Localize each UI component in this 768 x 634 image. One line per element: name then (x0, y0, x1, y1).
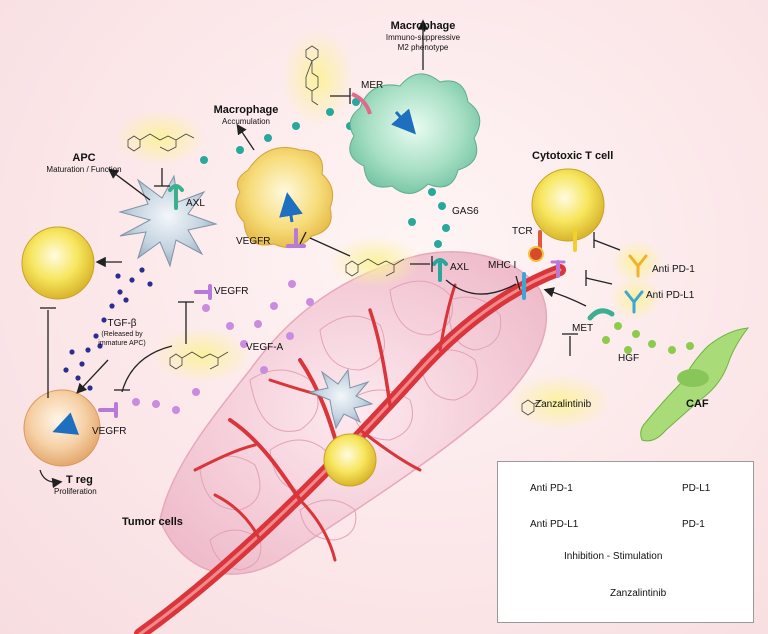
cytotoxic-t-cell (531, 168, 605, 242)
axl-apc-label: AXL (186, 198, 205, 209)
tcr-label: TCR (512, 226, 533, 237)
t-cell-left (21, 226, 95, 300)
legend-zanzalintinib: Zanzalintinib (610, 588, 667, 599)
treg-sub: Proliferation (54, 487, 97, 496)
vegfa-dots (132, 280, 314, 414)
tgfb-note-1: (Released by (101, 331, 143, 338)
apc-title: APC (72, 152, 96, 164)
macrophage-m2-title: Macrophage (390, 20, 456, 32)
apc-cell (118, 174, 218, 268)
macrophage-accum-title: Macrophage (213, 104, 279, 116)
macrophage-m2-sub2: M2 phenotype (397, 43, 449, 52)
tgfb-dots (63, 267, 153, 391)
macrophage-accumulation (235, 147, 334, 249)
tgfb-label: TGF-β (107, 318, 137, 329)
anti-pdl1-label: Anti PD-L1 (646, 290, 695, 301)
macrophage-accum-sub: Accumulation (221, 117, 271, 126)
hgf-label: HGF (618, 353, 640, 364)
legend-anti-pdl1: Anti PD-L1 (530, 519, 579, 530)
zanzalintinib-label: Zanzalintinib (535, 399, 592, 410)
legend-anti-pd1: Anti PD-1 (530, 483, 573, 494)
apc-sub: Maturation / Function (46, 165, 122, 174)
treg-title: T reg (66, 474, 93, 486)
macrophage-m2-sub1: Immuno-suppressive (385, 33, 461, 42)
met-label: MET (572, 323, 594, 334)
legend-pd1: PD-1 (682, 519, 705, 530)
axl-tumor-label: AXL (450, 262, 469, 273)
mhc1-label: MHC I (488, 260, 517, 271)
tgfb-note-2: immature APC) (98, 340, 146, 347)
anti-pd1-label: Anti PD-1 (652, 264, 695, 275)
legend-box: Anti PD-1 PD-L1 Anti PD-L1 PD-1 Inhibiti… (497, 461, 754, 623)
gas6-label: GAS6 (452, 206, 479, 217)
tumor-apc (308, 368, 377, 487)
vegfr-apc-label: VEGFR (214, 286, 249, 297)
receptors (98, 184, 615, 418)
macrophage-m2 (349, 73, 481, 194)
blood-vessel (134, 264, 566, 634)
drug-molecules (127, 45, 543, 416)
tumor-cells-label: Tumor cells (122, 516, 183, 528)
drug-halos (114, 30, 663, 430)
legend-inhibition-stimulation: Inhibition - Stimulation (564, 551, 663, 562)
cytotoxic-t-title: Cytotoxic T cell (532, 150, 614, 162)
vegfa-label: VEGF-A (246, 342, 284, 353)
vegfr-macrophage-label: VEGFR (236, 236, 271, 247)
caf-label: CAF (686, 398, 709, 410)
hgf-dots (602, 322, 694, 354)
antibodies (624, 254, 648, 314)
legend-pdl1: PD-L1 (682, 483, 711, 494)
pathway-arrows (39, 19, 621, 489)
caf-cell (640, 327, 750, 442)
vegfr-treg-label: VEGFR (92, 426, 127, 437)
mer-label: MER (361, 80, 384, 91)
treg-cell (23, 389, 101, 467)
